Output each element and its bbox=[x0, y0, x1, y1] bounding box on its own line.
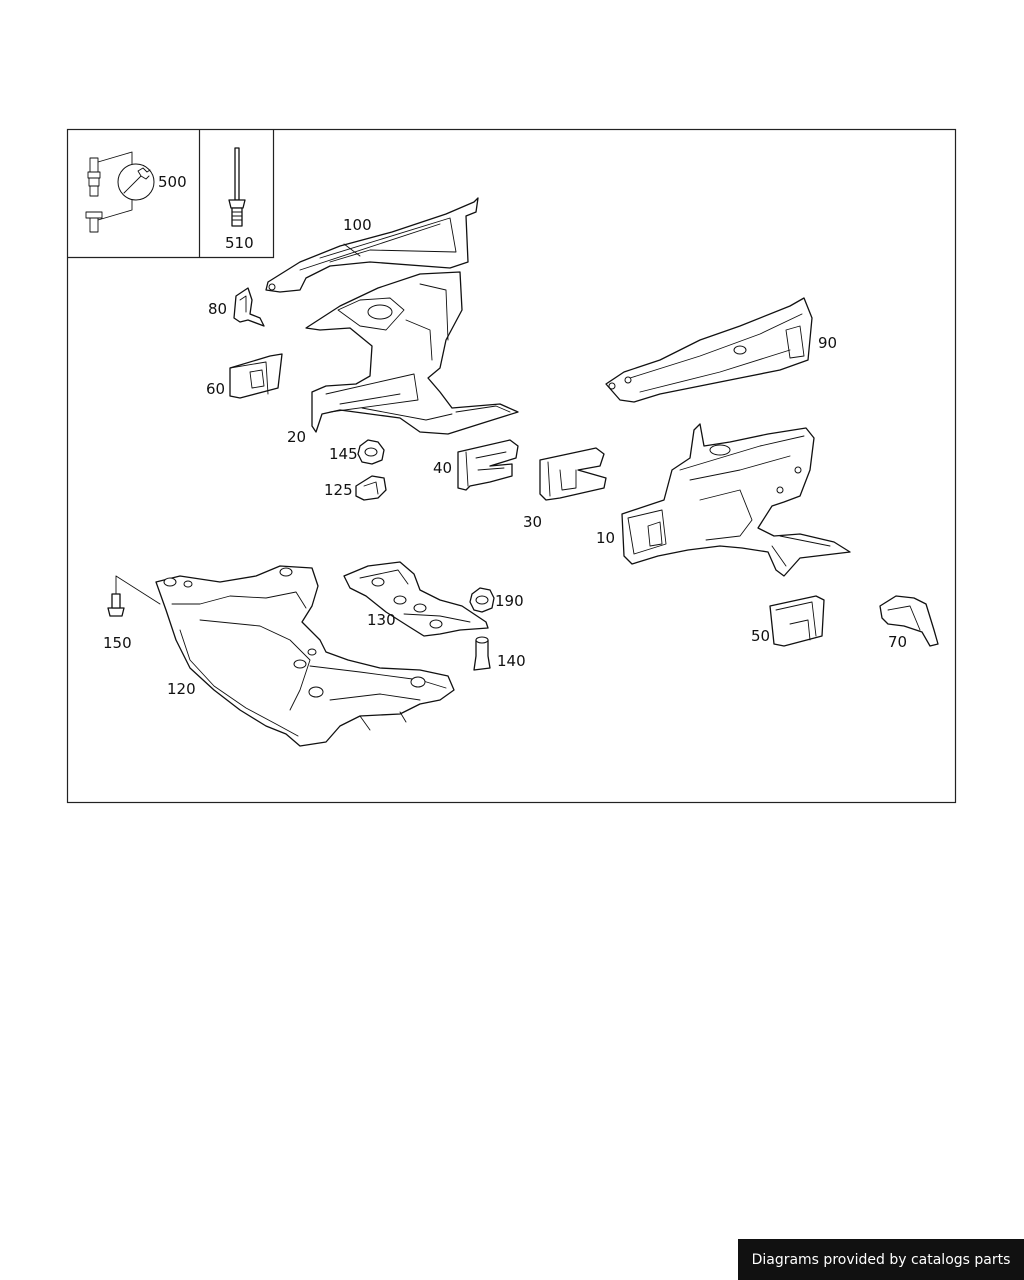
part-80-bracket[interactable] bbox=[233, 287, 265, 327]
inset-boxes bbox=[67, 129, 275, 259]
footer-attribution: Diagrams provided by catalogs parts bbox=[738, 1239, 1024, 1280]
callout-120: 120 bbox=[167, 680, 196, 698]
part-120-front-subframe[interactable] bbox=[155, 565, 455, 747]
callout-190: 190 bbox=[495, 592, 524, 610]
callout-145: 145 bbox=[329, 445, 358, 463]
part-145-nut[interactable] bbox=[357, 439, 385, 465]
callout-100: 100 bbox=[343, 216, 372, 234]
wrench-icon bbox=[117, 163, 155, 201]
part-100-upper-strut[interactable] bbox=[265, 197, 479, 293]
callout-510: 510 bbox=[225, 234, 254, 252]
part-60-plate[interactable] bbox=[229, 353, 283, 399]
callout-500: 500 bbox=[158, 173, 187, 191]
callout-40: 40 bbox=[433, 459, 452, 477]
part-50-plate[interactable] bbox=[769, 595, 825, 647]
part-140-sleeve[interactable] bbox=[473, 636, 491, 671]
callout-150: 150 bbox=[103, 634, 132, 652]
callout-80: 80 bbox=[208, 300, 227, 318]
part-20-front-member-left[interactable] bbox=[305, 271, 519, 435]
part-10-front-member-right[interactable] bbox=[621, 423, 851, 577]
part-510-bolt[interactable] bbox=[228, 147, 246, 227]
part-150-bolt[interactable] bbox=[107, 575, 161, 617]
callout-50: 50 bbox=[751, 627, 770, 645]
part-130-skid-plate[interactable] bbox=[343, 561, 489, 637]
callout-70: 70 bbox=[888, 633, 907, 651]
callout-30: 30 bbox=[523, 513, 542, 531]
callout-130: 130 bbox=[367, 611, 396, 629]
part-190-nut[interactable] bbox=[469, 587, 495, 613]
callout-140: 140 bbox=[497, 652, 526, 670]
callout-20: 20 bbox=[287, 428, 306, 446]
diagram-frame bbox=[66, 128, 957, 804]
callout-90: 90 bbox=[818, 334, 837, 352]
part-500-fastener-kit[interactable] bbox=[85, 151, 155, 233]
part-40-reinforcement[interactable] bbox=[457, 439, 519, 491]
callout-60: 60 bbox=[206, 380, 225, 398]
part-30-reinforcement[interactable] bbox=[539, 447, 607, 501]
part-70-bracket[interactable] bbox=[879, 595, 939, 647]
callout-125: 125 bbox=[324, 481, 353, 499]
part-90-upper-strut[interactable] bbox=[605, 297, 813, 403]
part-125-clip[interactable] bbox=[355, 475, 387, 501]
callout-10: 10 bbox=[596, 529, 615, 547]
